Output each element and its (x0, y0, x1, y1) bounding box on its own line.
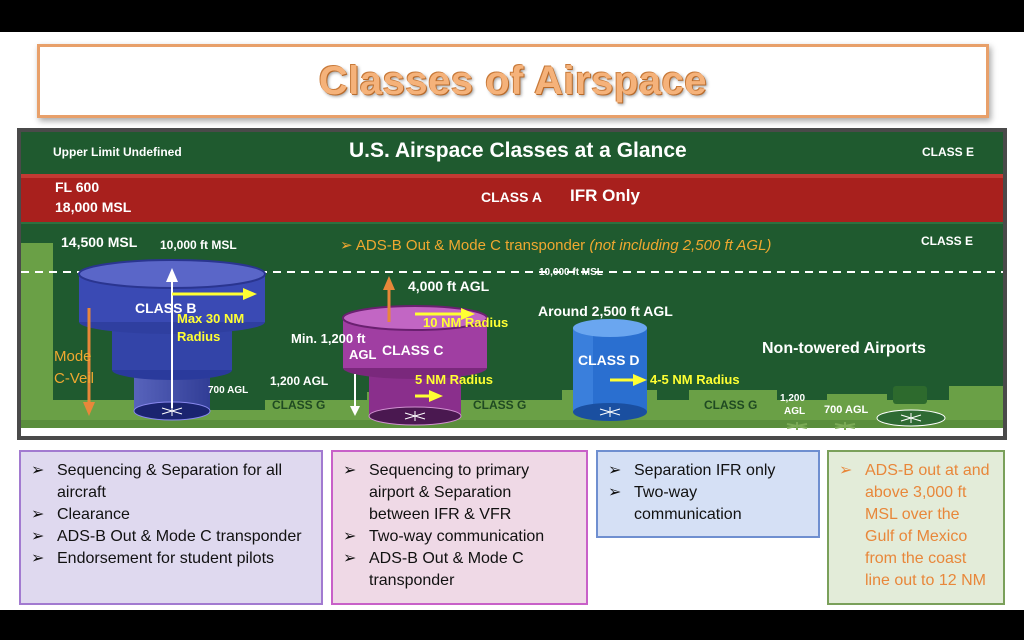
around2500-label: Around 2,500 ft AGL (538, 303, 673, 319)
bullet-arrow-icon: ➢ (343, 550, 357, 567)
list-item-text: Sequencing to primary airport & Separati… (369, 462, 530, 523)
mode-c-veil-line1: Mode (54, 348, 92, 365)
class-c-requirements-list: ➢ Sequencing to primary airport & Separat… (343, 460, 576, 592)
agl700-a-label: 700 AGL (208, 385, 249, 396)
list-item-text: ADS-B Out & Mode C transponder (57, 528, 302, 545)
bullet-arrow-icon: ➢ (31, 462, 45, 479)
list-item: ➢ Endorsement for student pilots (31, 548, 311, 570)
class-d-label: CLASS D (578, 352, 640, 368)
ifr-only-label: IFR Only (570, 186, 640, 205)
class-a-label: CLASS A (481, 189, 542, 205)
list-item-text: Two-way communication (634, 484, 742, 523)
list-item: ➢ Clearance (31, 504, 311, 526)
upper-limit-band (21, 132, 1003, 174)
bullet-arrow-icon: ➢ (608, 484, 622, 501)
list-item: ➢ Two-way communication (343, 526, 576, 548)
class-d-shape (573, 319, 647, 421)
adsb-requirement: ➢ ADS-B Out & Mode C transponder (not in… (340, 236, 771, 254)
class-c-shape (342, 305, 488, 426)
list-item-text: Endorsement for student pilots (57, 550, 275, 567)
adsb-note-text: (not including 2,500 ft AGL) (589, 237, 772, 254)
mode-c-veil-line2: C-Veil (54, 370, 95, 387)
class-c-label: CLASS C (382, 342, 444, 358)
class-g-1-label: CLASS G (272, 398, 326, 412)
list-item-text: Separation IFR only (634, 462, 776, 479)
diagram-heading: U.S. Airspace Classes at a Glance (349, 139, 687, 162)
non-towered-label: Non-towered Airports (762, 340, 926, 357)
bullet-arrow-icon: ➢ (31, 528, 45, 545)
list-item-text: ADS-B Out & Mode C transponder (369, 550, 524, 589)
bullet-arrow-icon: ➢ (31, 550, 45, 567)
class-g-2-label: CLASS G (473, 398, 527, 412)
page-title: Classes of Airspace (318, 58, 708, 103)
bullet-arrow-icon: ➢ (343, 528, 357, 545)
airspace-diagram: Upper Limit Undefined U.S. Airspace Clas… (17, 128, 1007, 440)
fl600-label: FL 600 (55, 179, 100, 195)
upper-limit-label: Upper Limit Undefined (53, 145, 182, 159)
list-item: ➢ Separation IFR only (608, 460, 808, 482)
bullet-arrow-icon: ➢ (839, 462, 853, 479)
class-d-requirements-list: ➢ Separation IFR only ➢ Two-way communicat… (608, 460, 808, 526)
min1200-line2: AGL (349, 347, 377, 362)
msl10000-b-label: 10,000 ft MSL (160, 238, 237, 252)
bullet-arrow-icon: ➢ (608, 462, 622, 479)
msl18000-label: 18,000 MSL (55, 199, 132, 215)
class-e-top-label: CLASS E (922, 145, 975, 159)
title-box: Classes of Airspace (37, 44, 989, 118)
agl700-b-label: 700 AGL (824, 404, 869, 416)
max30-line2: Radius (177, 329, 221, 344)
list-item: ➢ ADS-B out at and above 3,000 ft MSL ove… (839, 460, 993, 592)
agl1200-b-line2: AGL (784, 406, 806, 417)
msl10000-line-label: 10,000 ft MSL (539, 267, 603, 278)
nm45-label: 4-5 NM Radius (650, 372, 740, 387)
agl1200-a-label: 1,200 AGL (270, 374, 329, 388)
list-item: ➢ Sequencing & Separation for all aircraf… (31, 460, 311, 504)
list-item-text: Sequencing & Separation for all aircraft (57, 462, 283, 501)
class-e-requirements-box: ➢ ADS-B out at and above 3,000 ft MSL ove… (827, 450, 1005, 605)
agl4000-label: 4,000 ft AGL (408, 278, 490, 294)
max30-line1: Max 30 NM (177, 311, 245, 326)
top-black-bar (0, 0, 1024, 32)
class-c-requirements-box: ➢ Sequencing to primary airport & Separat… (331, 450, 588, 605)
list-item: ➢ ADS-B Out & Mode C transponder (31, 526, 311, 548)
list-item: ➢ Sequencing to primary airport & Separat… (343, 460, 576, 526)
adsb-main-text: ➢ ADS-B Out & Mode C transponder (340, 237, 590, 254)
class-g-3-label: CLASS G (704, 398, 758, 412)
class-b-label: CLASS B (135, 300, 197, 316)
bullet-arrow-icon: ➢ (343, 462, 357, 479)
msl14500-label: 14,500 MSL (61, 234, 138, 250)
class-d-requirements-box: ➢ Separation IFR only ➢ Two-way communicat… (596, 450, 820, 538)
class-b-requirements-list: ➢ Sequencing & Separation for all aircraf… (31, 460, 311, 570)
list-item-text: Clearance (57, 506, 130, 523)
class-b-requirements-box: ➢ Sequencing & Separation for all aircraf… (19, 450, 323, 605)
list-item-text: Two-way communication (369, 528, 545, 545)
bottom-black-bar (0, 610, 1024, 640)
class-a-band (21, 174, 1003, 222)
list-item: ➢ Two-way communication (608, 482, 808, 526)
agl1200-b-line1: 1,200 (780, 393, 806, 404)
bullet-arrow-icon: ➢ (31, 506, 45, 523)
list-item: ➢ ADS-B Out & Mode C transponder (343, 548, 576, 592)
nm10-label: 10 NM Radius (423, 315, 509, 330)
nm5-label: 5 NM Radius (415, 372, 494, 387)
class-e-mid-label: CLASS E (921, 234, 974, 248)
list-item-text: ADS-B out at and above 3,000 ft MSL over… (865, 462, 990, 589)
class-e-requirements-list: ➢ ADS-B out at and above 3,000 ft MSL ove… (839, 460, 993, 592)
min1200-line1: Min. 1,200 ft (291, 331, 366, 346)
airspace-diagram-graphic (17, 128, 1007, 440)
